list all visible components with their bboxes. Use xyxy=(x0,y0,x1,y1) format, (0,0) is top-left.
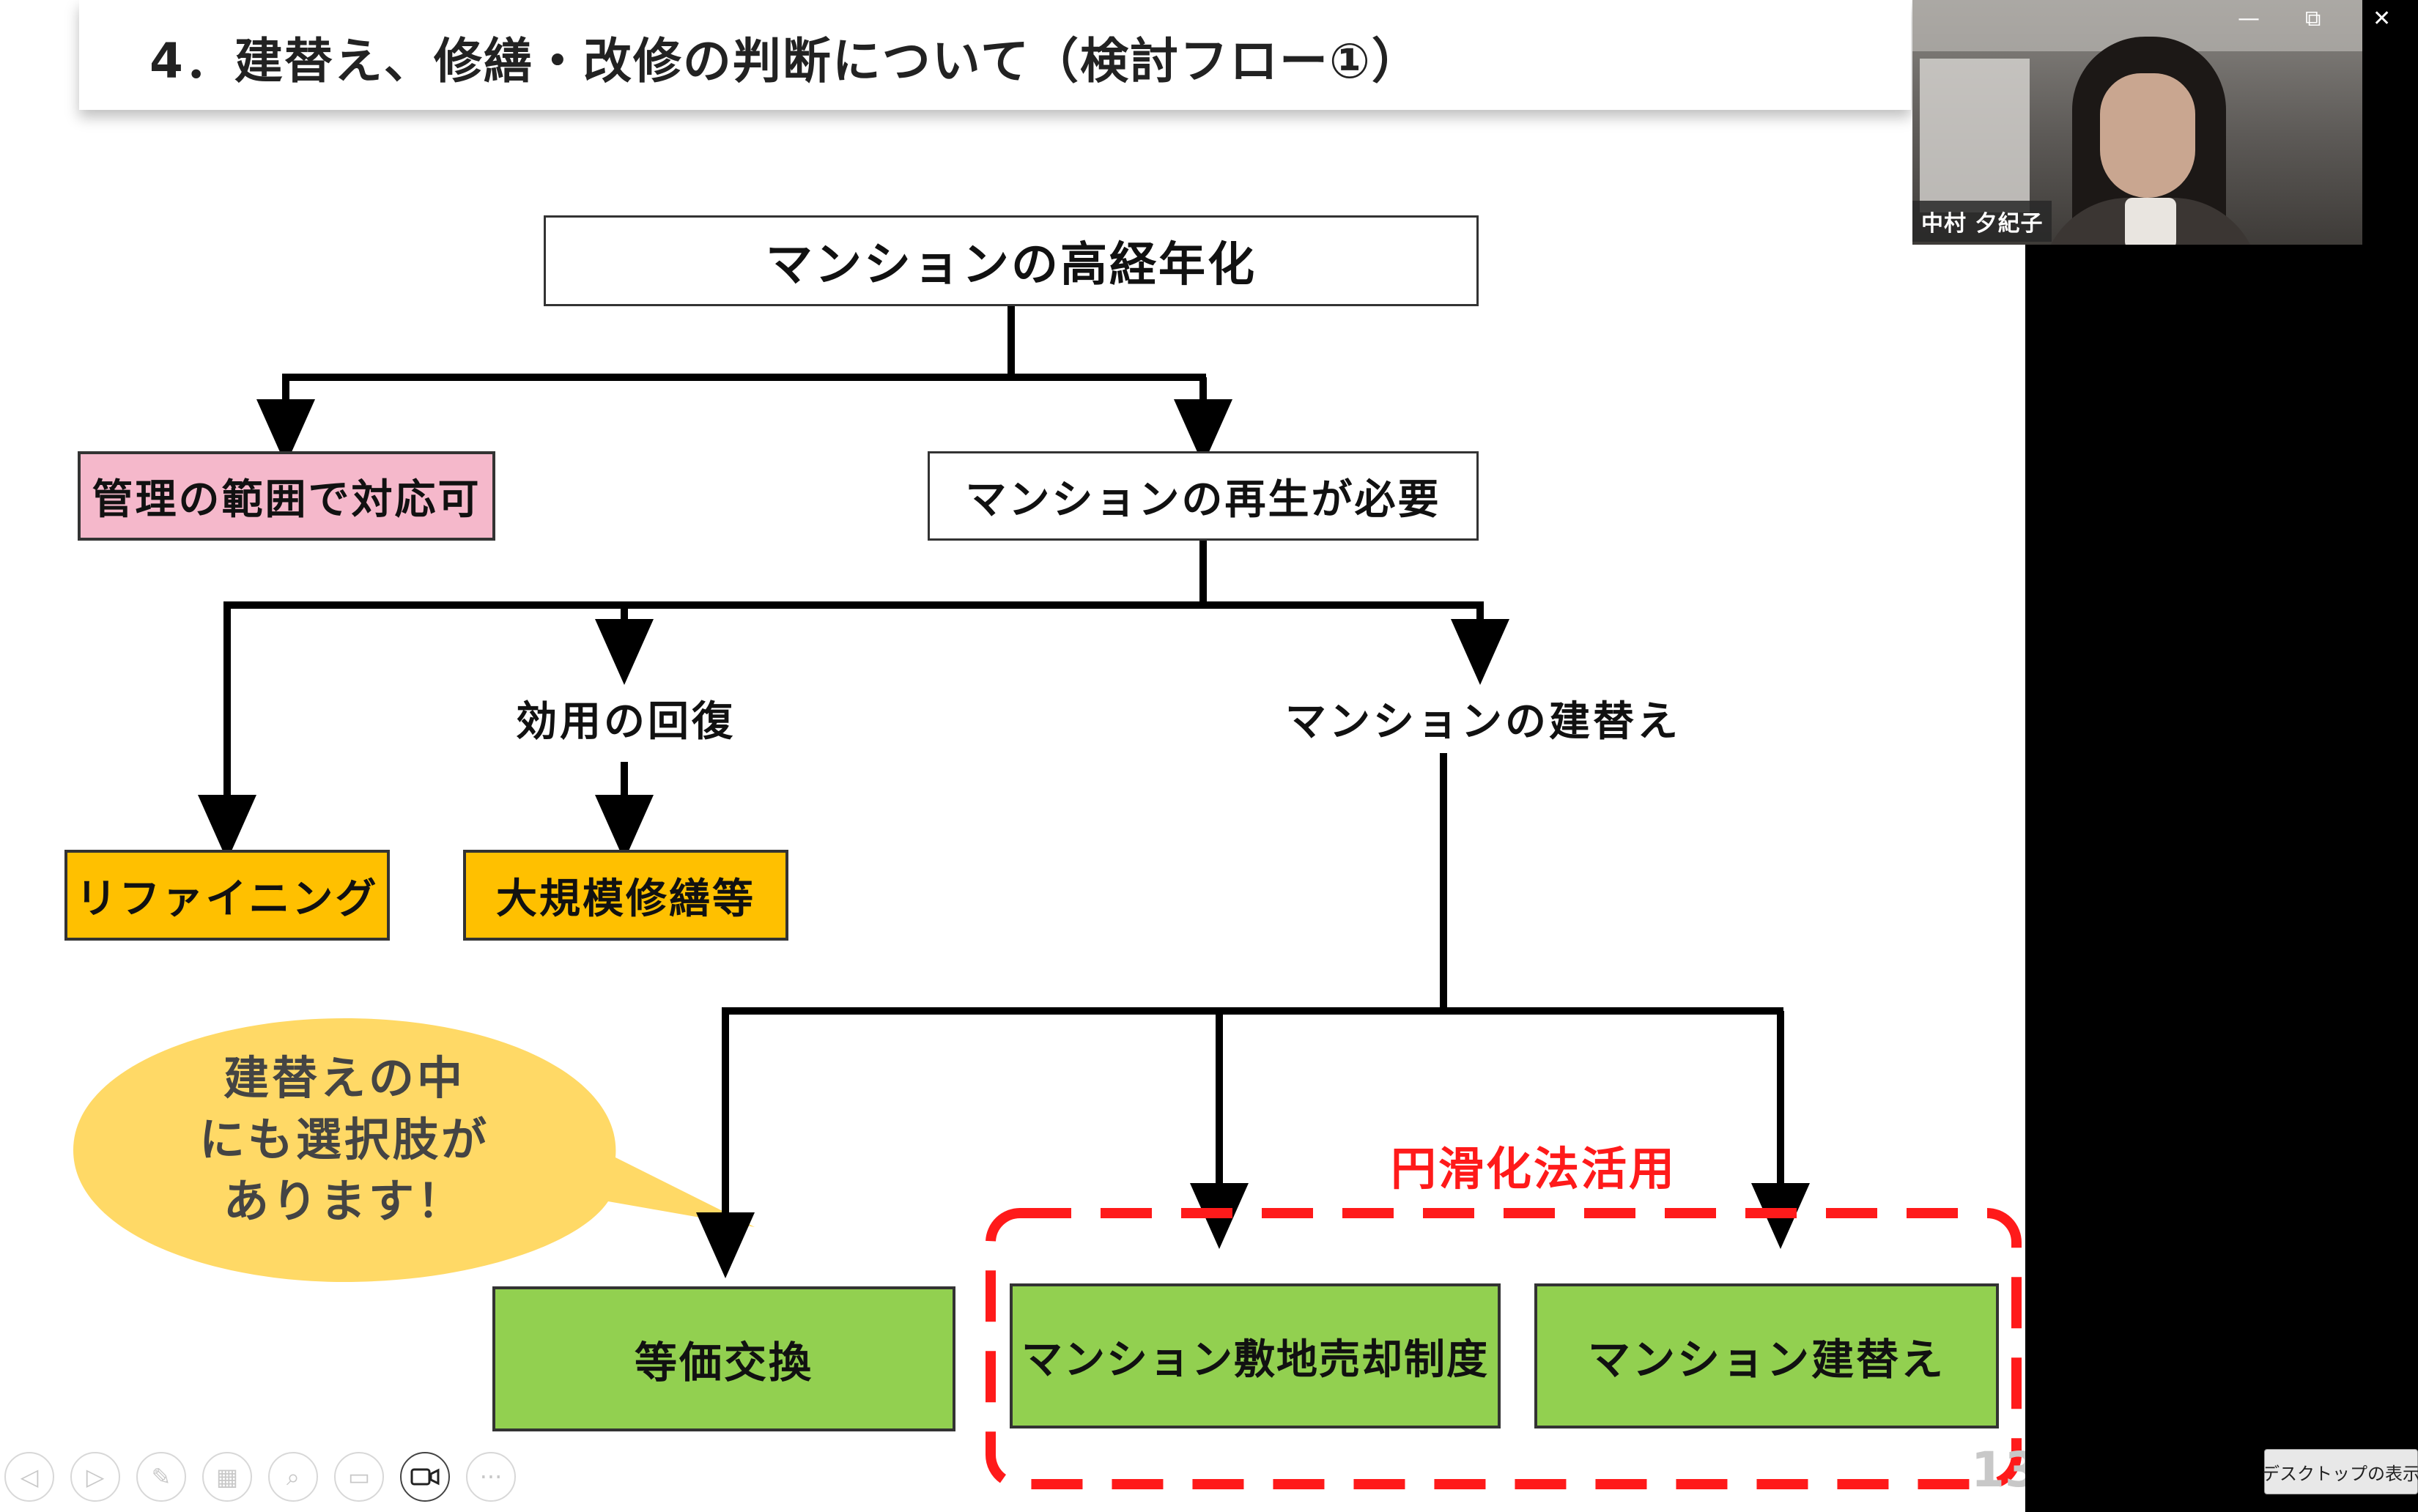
participant-name: 中村 夕紀子 xyxy=(1912,201,2052,242)
camera-icon[interactable] xyxy=(400,1452,450,1502)
prev-icon[interactable]: ◁ xyxy=(4,1452,54,1502)
node-aging: マンションの高経年化 xyxy=(544,215,1479,306)
participant-face xyxy=(2100,73,2195,198)
node-refining: リファイニング xyxy=(64,850,390,941)
show-desktop-button[interactable]: デスクトップの表示 xyxy=(2262,1449,2418,1494)
flow-connectors xyxy=(73,305,2022,1489)
node-utility-recovery: 効用の回復 xyxy=(516,698,736,746)
bubble-line: にも選択肢が xyxy=(199,1113,489,1166)
speech-bubble xyxy=(73,1018,755,1282)
node-site-sale-system: マンション敷地売却制度 xyxy=(1010,1283,1501,1428)
participant-collar xyxy=(2125,198,2176,245)
side-panel xyxy=(2025,0,2418,1512)
node-rebuild-branch: マンションの建替え xyxy=(1285,698,1681,746)
dashed-highlight xyxy=(986,1208,2022,1489)
slides-icon[interactable]: ▦ xyxy=(202,1452,252,1502)
page-number: 13 xyxy=(1971,1442,2025,1498)
video-window xyxy=(1920,59,2030,212)
smoothing-act-label: 円滑化法活用 xyxy=(1391,1142,1677,1196)
presentation-slide: 4．建替え、修繕・改修の判断について（検討フロー①） マンションの高経年化 管理… xyxy=(0,0,2025,1505)
zoom-icon[interactable]: ⌕ xyxy=(268,1452,318,1502)
participant-video[interactable]: 中村 夕紀子 xyxy=(1912,0,2362,245)
slide-title: 4．建替え、修繕・改修の判断について（検討フロー①） xyxy=(149,33,1421,89)
presenter-toolbar: ◁ ▷ ✎ ▦ ⌕ ▭ ··· xyxy=(0,1452,542,1505)
close-icon[interactable]: ✕ xyxy=(2373,6,2392,32)
next-icon[interactable]: ▷ xyxy=(70,1452,120,1502)
node-equivalent-exchange: 等価交換 xyxy=(492,1286,955,1431)
speech-bubble-text: 建替えの中 にも選択肢が あります！ xyxy=(139,1048,550,1232)
more-icon[interactable]: ··· xyxy=(466,1452,516,1502)
restore-icon[interactable]: ⧉ xyxy=(2305,6,2321,32)
node-manageable: 管理の範囲で対応可 xyxy=(78,451,495,541)
title-bar: 4．建替え、修繕・改修の判断について（検討フロー①） xyxy=(79,0,1911,110)
bubble-line: 建替えの中 xyxy=(223,1051,465,1105)
node-regeneration: マンションの再生が必要 xyxy=(928,451,1479,541)
bubble-line: あります！ xyxy=(223,1174,465,1228)
minimize-icon[interactable]: — xyxy=(2238,6,2260,32)
node-major-repair: 大規模修繕等 xyxy=(463,850,788,941)
node-rebuild: マンション建替え xyxy=(1534,1283,1999,1428)
pen-icon[interactable]: ✎ xyxy=(136,1452,186,1502)
subtitle-icon[interactable]: ▭ xyxy=(334,1452,384,1502)
